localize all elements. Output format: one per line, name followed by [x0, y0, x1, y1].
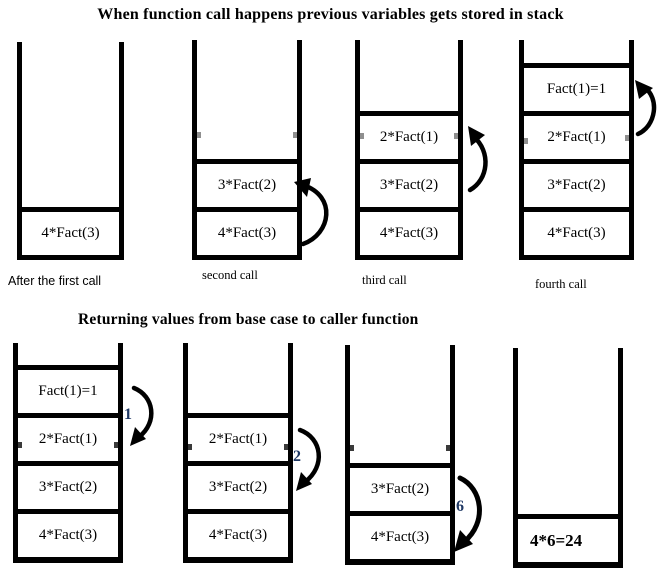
stack-label-third-call: third call	[362, 273, 407, 287]
stack-return-2: 2*Fact(1) 3*Fact(2) 4*Fact(3)	[183, 343, 293, 563]
stack-cell-text: 2*Fact(1)	[38, 431, 98, 447]
stack-cell-text: 4*Fact(3)	[38, 527, 98, 543]
stack-cell: 4*6=24	[518, 514, 618, 562]
stack-label-first-call: After the first call	[8, 274, 102, 288]
stack-cell-text: 2*Fact(1)	[547, 129, 606, 145]
stack-first-call: 4*Fact(3)	[17, 42, 124, 260]
stack-cell-text: Fact(1)=1	[546, 81, 607, 97]
stack-cell: 3*Fact(2)	[188, 461, 288, 509]
wall-tick	[446, 445, 450, 451]
wall-tick	[188, 444, 192, 450]
wall-tick	[524, 138, 528, 144]
stack-cell: 3*Fact(2)	[524, 159, 629, 207]
wall-tick	[625, 135, 629, 141]
stack-return-3: 3*Fact(2) 4*Fact(3)	[345, 345, 455, 565]
stack-cell: 4*Fact(3)	[18, 509, 118, 557]
stack-cell-text: 4*Fact(3)	[41, 225, 100, 241]
stack-cell: 4*Fact(3)	[350, 511, 450, 559]
stack-cell-text: 4*Fact(3)	[547, 225, 606, 241]
stack-cell: 4*Fact(3)	[197, 207, 297, 255]
stack-cell: Fact(1)=1	[18, 365, 118, 413]
stack-cell-text: 4*Fact(3)	[370, 529, 430, 545]
wall-tick	[360, 133, 364, 139]
stack-cell-text: 3*Fact(2)	[370, 481, 430, 497]
stack-cell-text: 4*6=24	[530, 530, 583, 550]
wall-tick	[18, 442, 22, 448]
stack-cell-text: 2*Fact(1)	[208, 431, 268, 447]
wall-tick	[350, 445, 354, 451]
stack-cell: 4*Fact(3)	[360, 207, 458, 255]
stack-cell: 2*Fact(1)	[18, 413, 118, 461]
stack-cell-text: 3*Fact(2)	[217, 177, 277, 193]
stack-cell-text: Fact(1)=1	[38, 383, 98, 399]
return-arrow-6-icon	[454, 475, 482, 552]
stack-cell: 3*Fact(2)	[350, 463, 450, 511]
stack-label-fourth-call: fourth call	[535, 277, 587, 291]
stack-cell-text: 2*Fact(1)	[379, 129, 439, 145]
stack-cell: 4*Fact(3)	[188, 509, 288, 557]
return-arrow-2-icon	[296, 427, 322, 491]
stack-cell-text: 3*Fact(2)	[547, 177, 606, 193]
stack-final-result: 4*6=24	[513, 348, 623, 568]
stack-cell: Fact(1)=1	[524, 63, 629, 111]
stack-cell-text: 3*Fact(2)	[38, 479, 98, 495]
stack-cell-text: 3*Fact(2)	[208, 479, 268, 495]
stack-cell: 4*Fact(3)	[524, 207, 629, 255]
return-value-2: 2	[293, 448, 301, 465]
section1-title: When function call happens previous vari…	[97, 6, 564, 23]
stack-cell: 3*Fact(2)	[360, 159, 458, 207]
return-value-6: 6	[456, 498, 464, 515]
wall-tick	[293, 132, 297, 138]
stack-second-call: 3*Fact(2) 4*Fact(3)	[192, 40, 302, 260]
stack-cell-text: 4*Fact(3)	[379, 225, 439, 241]
push-arrow-fourth-call-icon	[635, 80, 657, 137]
stack-cell-text: 3*Fact(2)	[379, 177, 439, 193]
wall-tick	[454, 133, 458, 139]
stack-cell-text: 4*Fact(3)	[217, 225, 277, 241]
stack-return-1: Fact(1)=1 2*Fact(1) 3*Fact(2) 4*Fact(3)	[13, 343, 123, 563]
stack-cell: 2*Fact(1)	[360, 111, 458, 159]
return-value-1: 1	[124, 406, 132, 423]
section2-title: Returning values from base case to calle…	[78, 311, 419, 328]
push-arrow-second-call-icon	[294, 178, 329, 247]
stack-cell: 3*Fact(2)	[197, 159, 297, 207]
stack-third-call: 2*Fact(1) 3*Fact(2) 4*Fact(3)	[355, 40, 463, 260]
push-arrow-third-call-icon	[467, 126, 488, 193]
stack-fourth-call: Fact(1)=1 2*Fact(1) 3*Fact(2) 4*Fact(3)	[519, 40, 634, 260]
stack-cell: 3*Fact(2)	[18, 461, 118, 509]
stack-cell: 4*Fact(3)	[22, 207, 119, 255]
stack-label-second-call: second call	[202, 268, 258, 282]
stack-cell: 2*Fact(1)	[188, 413, 288, 461]
wall-tick	[197, 132, 201, 138]
wall-tick	[284, 444, 288, 450]
wall-tick	[114, 442, 118, 448]
stack-cell: 2*Fact(1)	[524, 111, 629, 159]
return-arrow-1-icon	[130, 385, 154, 446]
stack-cell-text: 4*Fact(3)	[208, 527, 268, 543]
